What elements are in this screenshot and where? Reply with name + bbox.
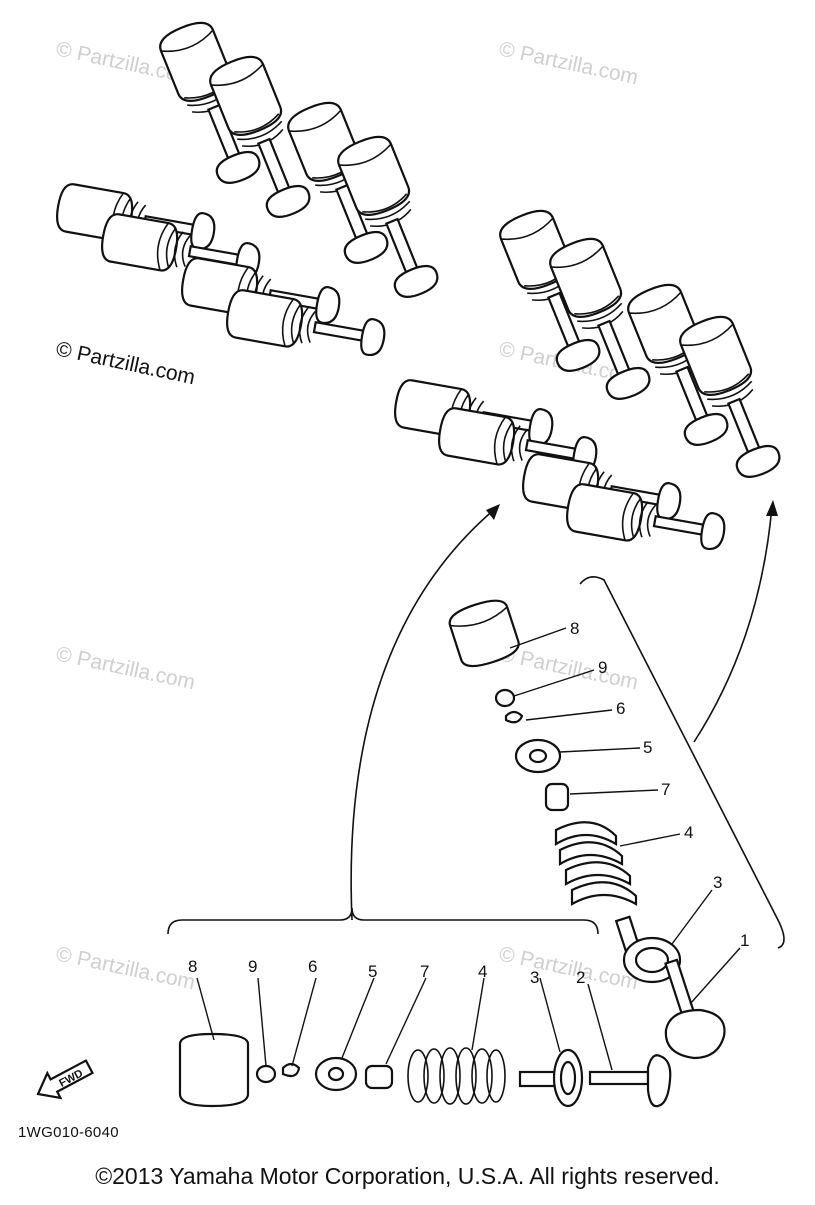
diagram-code: 1WG010-6040	[18, 1124, 119, 1141]
callout-5: 5	[368, 962, 377, 981]
assembly-arrows	[350, 500, 778, 921]
bottom-row-parts	[178, 977, 672, 1108]
callout-6: 6	[308, 957, 317, 976]
callouts-upper: 8 9 6 5 7 4 3 1	[570, 619, 749, 950]
callout-8: 8	[188, 957, 197, 976]
bracket-right	[579, 576, 785, 949]
callout-3: 3	[530, 968, 539, 987]
valve-bank-right-horizontal	[390, 377, 730, 559]
callout-7: 7	[661, 780, 670, 799]
callout-5: 5	[643, 738, 652, 757]
callout-4: 4	[478, 962, 487, 981]
callout-2: 2	[576, 968, 585, 987]
callout-7: 7	[420, 962, 429, 981]
watermark-dark: © Partzilla.com	[54, 337, 197, 389]
callout-4: 4	[684, 823, 693, 842]
fwd-arrow-icon: FWD	[36, 1059, 94, 1100]
watermark: © Partzilla.com	[497, 642, 640, 694]
valve-spring-upper	[554, 821, 638, 906]
callout-8: 8	[570, 619, 579, 638]
watermark: © Partzilla.com	[497, 37, 640, 89]
fwd-label: FWD	[57, 1067, 85, 1089]
watermark: © Partzilla.com	[54, 942, 197, 994]
watermark: © Partzilla.com	[54, 642, 197, 694]
callout-9: 9	[248, 957, 257, 976]
watermark: © Partzilla.com	[497, 942, 640, 994]
bracket-bottom	[167, 907, 599, 935]
callout-1: 1	[740, 931, 749, 950]
valve-spring-bottom	[407, 1047, 506, 1105]
callouts-bottom: 8 9 6 5 7 4 3 2	[188, 957, 585, 987]
copyright-notice: ©2013 Yamaha Motor Corporation, U.S.A. A…	[95, 1163, 720, 1189]
callout-9: 9	[598, 658, 607, 677]
exploded-column	[445, 594, 741, 1060]
valve-bank-top-horizontal	[52, 181, 390, 365]
callout-3: 3	[713, 873, 722, 892]
callout-6: 6	[616, 699, 625, 718]
